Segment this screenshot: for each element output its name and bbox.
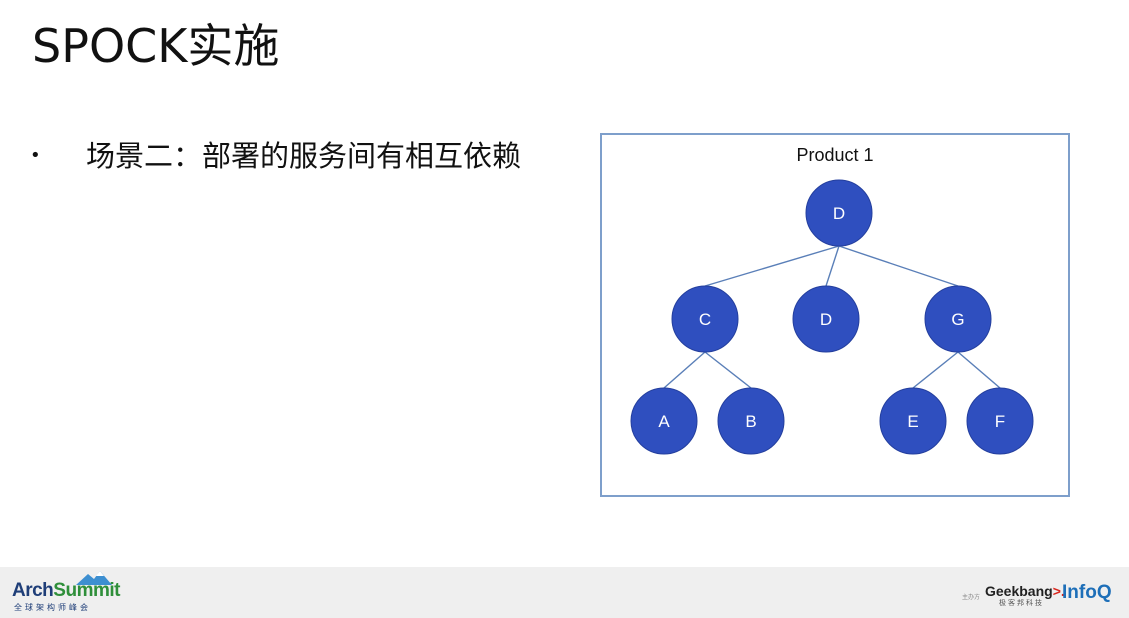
sponsor-label: 主办方 xyxy=(962,594,981,601)
node-leaf-a xyxy=(630,387,698,455)
archsummit-logo-summit: Summit xyxy=(53,580,120,601)
edge-c-a xyxy=(663,351,706,389)
geekbang-logo: Geekbang>. 极客邦科技 xyxy=(985,583,1065,613)
node-mid-right-label: G xyxy=(951,310,964,329)
edge-root-d xyxy=(825,245,840,287)
node-mid-left xyxy=(671,285,739,353)
node-mid-center-label: D xyxy=(820,310,832,329)
node-leaf-e-label: E xyxy=(907,412,918,431)
geekbang-logo-arrow: >. xyxy=(1052,583,1065,599)
geekbang-logo-name: Geekbang xyxy=(985,583,1053,599)
node-leaf-b-label: B xyxy=(745,412,756,431)
archsummit-logo-subtitle: 全球架构师峰会 xyxy=(14,603,91,612)
bullet-text: 场景二：部署的服务间有相互依赖 xyxy=(86,139,522,173)
bullet-item: • 场景二：部署的服务间有相互依赖 xyxy=(30,136,521,176)
nodes xyxy=(630,179,1034,455)
infoq-logo: InfoQ xyxy=(1062,582,1112,603)
edge-g-f xyxy=(957,351,1001,389)
geekbang-logo-subtitle: 极客邦科技 xyxy=(999,599,1044,607)
node-leaf-f xyxy=(966,387,1034,455)
edges xyxy=(663,245,1001,389)
node-leaf-a-label: A xyxy=(658,412,670,431)
edge-g-e xyxy=(912,351,959,389)
archsummit-logo: ArchSummit 全球架构师峰会 xyxy=(12,571,122,613)
node-labels: D C D G A B E F xyxy=(658,204,1005,431)
node-mid-center xyxy=(792,285,860,353)
dependency-tree-svg: Product 1 D C D G A B E xyxy=(630,145,1034,455)
mountain-icon xyxy=(76,571,112,585)
edge-c-b xyxy=(704,351,752,389)
archsummit-logo-arch: Arch xyxy=(12,580,54,601)
node-leaf-e xyxy=(879,387,947,455)
slide-title: SPOCK实施 xyxy=(32,19,280,73)
diagram-label: Product 1 xyxy=(796,145,873,165)
node-leaf-f-label: F xyxy=(995,412,1005,431)
geekbang-logo-text: Geekbang>. xyxy=(985,583,1065,599)
node-mid-right xyxy=(924,285,992,353)
archsummit-logo-text: ArchSummit xyxy=(12,579,120,603)
edge-root-g xyxy=(838,245,959,287)
footer-bar: ArchSummit 全球架构师峰会 主办方 Geekbang>. 极客邦科技 … xyxy=(0,567,1129,618)
node-mid-left-label: C xyxy=(699,310,711,329)
node-root-label: D xyxy=(833,204,845,223)
node-leaf-b xyxy=(717,387,785,455)
node-root xyxy=(805,179,873,247)
edge-root-c xyxy=(704,245,840,287)
dependency-diagram: Product 1 D C D G A B E xyxy=(600,133,1070,497)
bullet-marker: • xyxy=(30,145,41,166)
